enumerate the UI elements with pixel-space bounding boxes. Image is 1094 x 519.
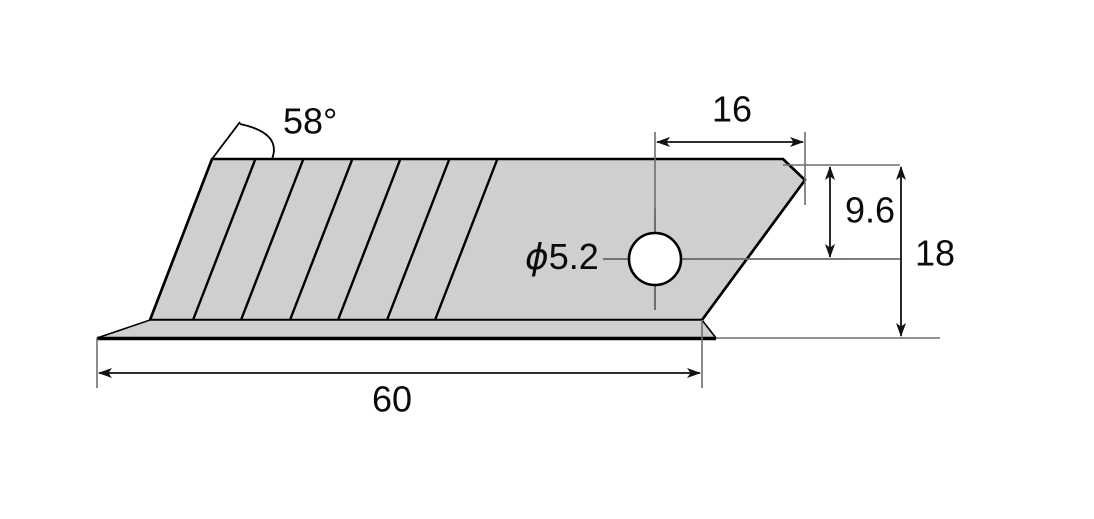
score-line bbox=[336, 159, 402, 321]
mounting-hole-group bbox=[603, 208, 900, 310]
width-label: 18 bbox=[915, 233, 955, 274]
score-line bbox=[385, 159, 451, 321]
hole-to-tip-label: 16 bbox=[712, 89, 752, 130]
phi-symbol: ϕ bbox=[525, 237, 549, 278]
length-dimension-group: 60 bbox=[96, 320, 703, 420]
width-dimension-group: 18 bbox=[716, 166, 955, 339]
hole-to-tip-dimension-group: 16 bbox=[654, 89, 806, 215]
hole-diameter-callout: ϕ5.2 bbox=[525, 236, 599, 278]
blade-face bbox=[148, 157, 807, 322]
score-line bbox=[288, 159, 354, 321]
angle-extension-line bbox=[211, 121, 241, 160]
length-label: 60 bbox=[372, 379, 412, 420]
score-line bbox=[191, 159, 257, 321]
hole-diameter-label: ϕ5.2 bbox=[525, 236, 599, 278]
blade-body-group bbox=[96, 157, 807, 341]
edge-angle-label: 58° bbox=[283, 101, 337, 142]
mounting-hole bbox=[627, 231, 683, 287]
angle-arc bbox=[239, 123, 275, 160]
hole-offset-label: 9.6 bbox=[845, 190, 895, 231]
blade-thickness-band bbox=[96, 319, 718, 339]
score-line bbox=[433, 159, 499, 321]
score-line bbox=[239, 159, 305, 321]
snap-off-score-lines bbox=[191, 159, 499, 321]
blade-left-edge bbox=[148, 158, 214, 321]
edge-angle-group: 58° bbox=[211, 101, 337, 160]
hole-diameter-value: 5.2 bbox=[549, 236, 599, 277]
hole-offset-dimension-group: 9.6 bbox=[700, 164, 900, 260]
